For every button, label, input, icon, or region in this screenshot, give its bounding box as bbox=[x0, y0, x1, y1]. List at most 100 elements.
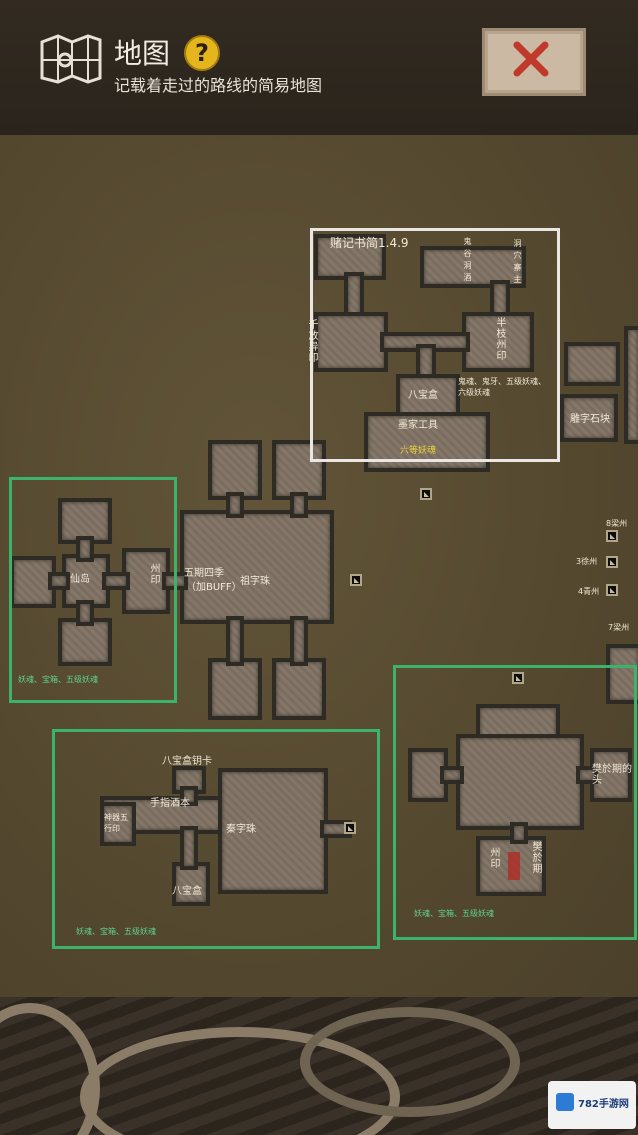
fan-blood-mark bbox=[508, 852, 520, 880]
room-treasure-small bbox=[176, 866, 206, 902]
label-diary: 赌记书简1.4.9 bbox=[330, 236, 409, 250]
header-bar: 地图 ? 记载着走过的路线的简易地图 bbox=[0, 0, 638, 135]
page-subtitle: 记载着走过的路线的简易地图 bbox=[114, 76, 323, 95]
label-diao-stone: 雕字石块 bbox=[570, 414, 610, 425]
room-right-edge-3 bbox=[610, 648, 638, 700]
room-fan-top bbox=[480, 708, 556, 738]
room-diary bbox=[318, 238, 382, 276]
room-xian-bottom bbox=[62, 622, 108, 662]
label-treasure-box-1: 八宝盒 bbox=[408, 390, 438, 401]
label-qin-zi-zhu: 秦字珠 bbox=[226, 824, 256, 835]
room-center-bottom-left bbox=[212, 662, 258, 716]
label-mo-tool: 墨家工具 bbox=[398, 420, 438, 431]
label-ji-zi-zhu: 祖字珠 bbox=[240, 576, 270, 587]
rope-coil bbox=[300, 1007, 520, 1117]
label-green-note-1: 妖魂、宝箱、五级妖魂 bbox=[18, 675, 98, 684]
room-treasure-hall bbox=[400, 378, 456, 416]
close-x-icon bbox=[513, 41, 549, 77]
room-fan-right bbox=[594, 752, 628, 798]
page-title: 地图 bbox=[114, 37, 171, 70]
label-bao-key: 八宝盒钥卡 bbox=[162, 756, 212, 767]
watermark-logo-icon bbox=[556, 1093, 574, 1111]
corridor bbox=[184, 790, 194, 802]
label-ghost-desc: 鬼魂、鬼牙、五级妖魂、六级妖魂 bbox=[458, 377, 546, 397]
room-xian-center bbox=[66, 558, 106, 604]
highlight-frame-left bbox=[9, 477, 177, 703]
label-xian-dao: 仙岛 bbox=[70, 574, 90, 585]
room-diao-stone bbox=[564, 398, 614, 438]
label-treasure-box-2: 八宝盒 bbox=[172, 886, 202, 897]
map-icon bbox=[40, 34, 102, 84]
corridor bbox=[80, 540, 90, 558]
room-right-seal bbox=[466, 316, 530, 368]
highlight-frame-top bbox=[310, 228, 560, 462]
label-zhou-3: 3徐州 bbox=[576, 557, 598, 566]
room-xian-right bbox=[126, 552, 166, 610]
label-fan-yu-qi: 樊於期 bbox=[532, 842, 543, 875]
label-green-note-2: 妖魂、宝箱、五级妖魂 bbox=[76, 927, 156, 936]
corridor bbox=[580, 770, 594, 780]
corridor bbox=[294, 496, 304, 514]
exit-door-icon[interactable] bbox=[606, 556, 618, 568]
corridor bbox=[106, 576, 126, 586]
label-dong-zhu: 洞穴寨主 bbox=[513, 239, 522, 284]
corridor bbox=[514, 826, 524, 840]
label-liu-ji: 六等妖魂 bbox=[400, 446, 437, 456]
exit-door-icon[interactable] bbox=[350, 574, 362, 586]
exit-door-icon[interactable] bbox=[344, 822, 356, 834]
exit-door-icon[interactable] bbox=[606, 584, 618, 596]
highlight-frame-bottom-left bbox=[52, 729, 380, 949]
label-zhou-8: 8梁州 bbox=[606, 519, 628, 528]
room-xian-left bbox=[14, 560, 52, 604]
room-qin-zi bbox=[222, 772, 324, 890]
watermark: 782手游网 bbox=[548, 1081, 636, 1129]
exit-door-icon[interactable] bbox=[420, 488, 432, 500]
label-zhou-yin-1: 州印 bbox=[150, 564, 161, 586]
room-fan-main bbox=[460, 738, 580, 826]
corridor bbox=[324, 824, 348, 834]
corridor bbox=[294, 620, 304, 662]
question-icon[interactable]: ? bbox=[184, 35, 220, 71]
corridor bbox=[384, 336, 466, 348]
label-shou-zhi: 手指酒本 bbox=[150, 798, 190, 809]
corridor bbox=[420, 348, 432, 378]
label-zhou-yin-2: 州印 bbox=[490, 848, 501, 870]
label-zhou-4: 4青州 bbox=[578, 587, 600, 596]
label-left-seal: 千放异印 bbox=[308, 320, 319, 364]
room-xian-top bbox=[62, 502, 108, 540]
exit-door-icon[interactable] bbox=[606, 530, 618, 542]
label-green-note-3: 妖魂、宝箱、五级妖魂 bbox=[414, 909, 494, 918]
label-buff: （加BUFF） bbox=[186, 582, 242, 593]
room-bao-key bbox=[176, 770, 202, 790]
corridor bbox=[348, 276, 360, 316]
room-left-seal bbox=[318, 316, 384, 368]
room-center-main bbox=[184, 514, 330, 620]
label-right-seal: 半枝州印 bbox=[496, 318, 507, 362]
label-fan-yu-qi-tou: 樊於期的头 bbox=[592, 764, 632, 786]
room-fan-left bbox=[412, 752, 444, 798]
highlight-frame-bottom-right bbox=[393, 665, 637, 940]
room-shen-qi bbox=[104, 806, 132, 842]
room-right-edge-2 bbox=[628, 330, 638, 440]
rope-decoration bbox=[0, 997, 638, 1135]
room-center-top-left bbox=[212, 444, 258, 496]
label-shen-qi: 神器五行印 bbox=[104, 813, 128, 833]
room-gui-ling bbox=[424, 250, 522, 284]
corridor bbox=[494, 284, 506, 316]
label-zhou-7: 7梁州 bbox=[608, 623, 630, 632]
corridor bbox=[184, 830, 194, 866]
label-wu-qi-si-ji: 五期四季 bbox=[184, 568, 224, 579]
room-center-bottom-right bbox=[276, 662, 322, 716]
close-button[interactable] bbox=[482, 28, 586, 96]
corridor bbox=[52, 576, 66, 586]
watermark-text: 782手游网 bbox=[578, 1099, 629, 1110]
corridor bbox=[444, 770, 460, 780]
room-right-edge bbox=[568, 346, 616, 382]
corridor bbox=[230, 496, 240, 514]
exit-door-icon[interactable] bbox=[512, 672, 524, 684]
room-center-top-right bbox=[276, 444, 322, 496]
label-gui-ling: 鬼谷洞酒 bbox=[463, 237, 472, 282]
corridor bbox=[80, 604, 90, 622]
corridor bbox=[230, 620, 240, 662]
